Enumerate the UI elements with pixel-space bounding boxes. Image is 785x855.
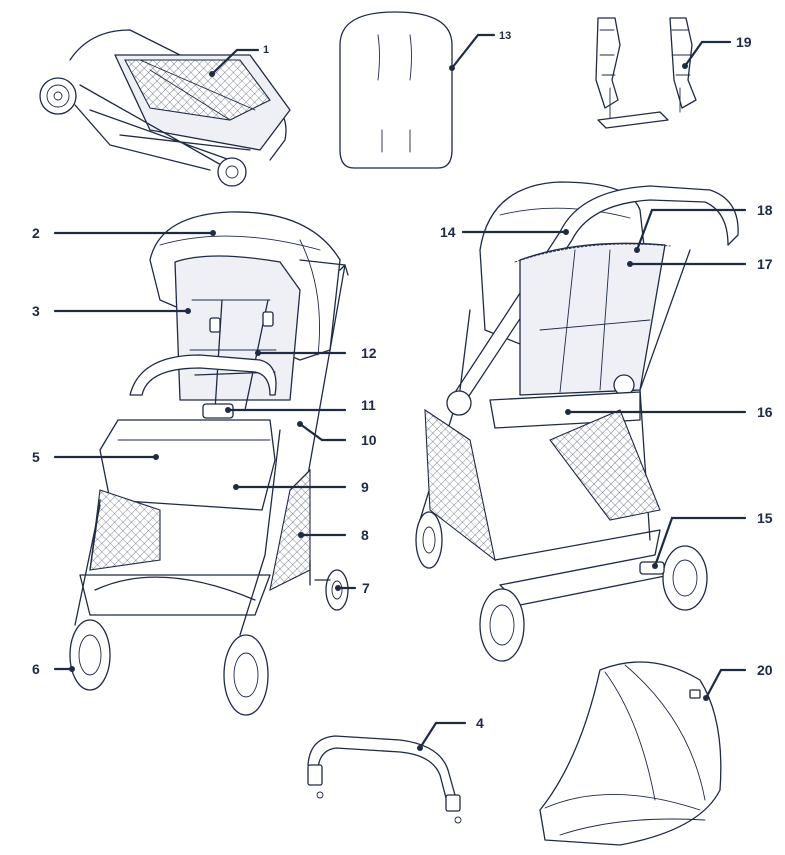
- callout-7: 7: [335, 580, 370, 596]
- callout-label-13: 13: [499, 30, 511, 42]
- callout-16: 16: [565, 404, 773, 420]
- callout-12: 12: [255, 345, 377, 361]
- callout-17: 17: [627, 256, 773, 272]
- callout-9: 9: [233, 479, 369, 495]
- callout-6: 6: [32, 661, 75, 677]
- rear-stroller-illustration: [415, 181, 739, 662]
- callout-2: 2: [32, 225, 216, 241]
- callout-label-1: 1: [263, 44, 269, 56]
- bumper-bar-illustration: [307, 735, 462, 824]
- callout-19: 19: [682, 34, 752, 69]
- callout-18: 18: [634, 202, 773, 253]
- callout-11: 11: [225, 397, 376, 413]
- callout-8: 8: [298, 527, 369, 543]
- callout-label-9: 9: [361, 479, 369, 495]
- callout-4: 4: [417, 715, 484, 751]
- callout-label-14: 14: [440, 224, 456, 240]
- callout-15: 15: [652, 510, 773, 569]
- callout-label-3: 3: [32, 303, 40, 319]
- callout-label-17: 17: [757, 256, 773, 272]
- callout-label-16: 16: [757, 404, 773, 420]
- callout-label-8: 8: [361, 527, 369, 543]
- callout-label-11: 11: [361, 397, 376, 413]
- callout-13: 13: [449, 30, 511, 71]
- callout-label-12: 12: [361, 345, 377, 361]
- callout-1: 1: [209, 44, 269, 77]
- car-seat-adapters-illustration: [595, 17, 697, 129]
- callout-label-19: 19: [736, 34, 752, 50]
- rain-cover-illustration: [539, 661, 722, 846]
- callout-label-4: 4: [476, 715, 484, 731]
- callout-label-20: 20: [757, 662, 773, 678]
- callout-label-18: 18: [757, 202, 773, 218]
- seat-liner-illustration: [339, 11, 453, 169]
- front-stroller-illustration: [69, 211, 349, 716]
- callout-label-6: 6: [32, 661, 40, 677]
- callout-label-5: 5: [32, 449, 40, 465]
- folded-stroller-illustration: [39, 29, 291, 187]
- callout-label-7: 7: [362, 580, 370, 596]
- callout-label-2: 2: [32, 225, 40, 241]
- callout-20: 20: [703, 662, 773, 701]
- callout-5: 5: [32, 449, 159, 465]
- callout-14: 14: [440, 224, 569, 240]
- callout-10: 10: [297, 421, 377, 448]
- callout-label-15: 15: [757, 510, 773, 526]
- callout-3: 3: [32, 303, 191, 319]
- callout-label-10: 10: [361, 432, 377, 448]
